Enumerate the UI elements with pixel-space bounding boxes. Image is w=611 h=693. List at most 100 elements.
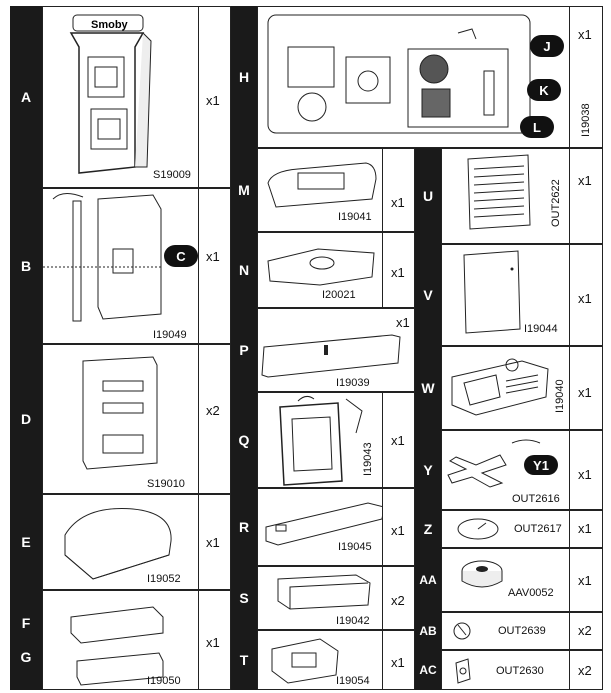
part-cell-w: I19040 <box>441 346 570 430</box>
part-code-ab: OUT2639 <box>498 625 546 637</box>
part-cell-d: S19010 <box>42 344 199 494</box>
part-label-q: Q <box>231 392 257 488</box>
part-code-p: I19039 <box>336 377 370 389</box>
clip-illustration <box>455 658 471 684</box>
part-qty-s: x2 <box>391 593 405 608</box>
part-qty-v: x1 <box>578 291 592 306</box>
counter-top-illustration <box>267 14 531 134</box>
part-label-p: P <box>231 308 257 392</box>
qty-cell-r: x1 <box>382 488 415 566</box>
part-label-a: A <box>10 6 42 188</box>
part-cell-b: I19049 <box>42 188 199 344</box>
part-qty-ac: x2 <box>578 663 592 678</box>
control-bar-illustration <box>265 502 385 546</box>
part-cell-v: I19044 <box>441 244 570 346</box>
qty-cell-fg: x1 <box>198 590 231 690</box>
callout-l: L <box>520 116 554 138</box>
part-label-b: B <box>10 188 42 344</box>
qty-cell-h: x1 I19038 <box>569 6 603 148</box>
part-label-v: V <box>415 244 441 346</box>
part-code-m: I19041 <box>338 211 372 223</box>
callout-k: K <box>527 79 561 101</box>
qty-cell-w: x1 <box>569 346 603 430</box>
part-qty-p: x1 <box>396 315 410 330</box>
part-qty-e: x1 <box>206 535 220 550</box>
part-qty-y: x1 <box>578 467 592 482</box>
part-qty-d: x2 <box>206 403 220 418</box>
part-label-w: W <box>415 346 441 430</box>
round-button-illustration <box>461 560 503 588</box>
part-code-n: I20021 <box>322 289 356 301</box>
part-qty-b: x1 <box>206 249 220 264</box>
part-code-y: OUT2616 <box>512 493 560 505</box>
part-code-h: I19038 <box>580 103 592 137</box>
part-code-v: I19044 <box>524 323 558 335</box>
qty-cell-b: x1 <box>198 188 231 344</box>
qty-cell-n: x1 <box>382 232 415 308</box>
part-cell-n: I20021 <box>257 232 383 308</box>
part-code-e: I19052 <box>147 573 181 585</box>
part-code-ac: OUT2630 <box>496 665 544 677</box>
part-label-ab: AB <box>415 612 441 650</box>
vent-grille-illustration <box>467 154 531 230</box>
qty-cell-s: x2 <box>382 566 415 630</box>
part-qty-z: x1 <box>578 521 592 536</box>
smoby-logo: Smoby <box>91 19 129 31</box>
drawer-tray-illustration <box>277 574 371 610</box>
part-cell-r: I19045 <box>257 488 385 566</box>
part-cell-z: OUT2617 <box>441 510 570 548</box>
part-code-aa: AAV0052 <box>508 587 554 599</box>
dial-knob-illustration <box>457 518 499 540</box>
part-qty-u: x1 <box>578 173 592 188</box>
part-code-a: S19009 <box>153 169 191 181</box>
small-bracket-illustration <box>271 638 339 684</box>
part-code-t: I19054 <box>336 675 370 687</box>
qty-cell-z: x1 <box>569 510 603 548</box>
curved-cover-illustration <box>64 508 172 580</box>
frame-panel-illustration <box>82 356 158 470</box>
part-cell-t: I19054 <box>257 630 383 690</box>
part-label-z: Z <box>415 510 441 548</box>
qty-cell-q: x1 <box>382 392 415 488</box>
part-qty-aa: x1 <box>578 573 592 588</box>
part-cell-fg: I19050 <box>42 590 199 690</box>
part-label-h: H <box>231 6 257 148</box>
sink-tray-illustration <box>267 162 377 208</box>
part-label-u: U <box>415 148 441 244</box>
part-code-z: OUT2617 <box>514 523 562 535</box>
qty-cell-d: x2 <box>198 344 231 494</box>
part-cell-u: OUT2622 <box>441 148 570 244</box>
part-qty-a: x1 <box>206 93 220 108</box>
part-cell-a: Smoby S19009 <box>42 6 199 188</box>
part-label-e: E <box>10 494 42 590</box>
part-label-n: N <box>231 232 257 308</box>
qty-cell-y: x1 <box>569 430 603 510</box>
qty-cell-m: x1 <box>382 148 415 232</box>
part-code-u: OUT2622 <box>550 179 562 227</box>
part-code-w: I19040 <box>554 379 566 413</box>
part-cell-ab: OUT2639 <box>441 612 570 650</box>
part-label-d: D <box>10 344 42 494</box>
callout-y1: Y1 <box>524 455 558 475</box>
cross-stand-illustration <box>447 439 541 488</box>
part-qty-r: x1 <box>391 523 405 538</box>
hob-module-illustration <box>267 248 375 286</box>
part-qty-t: x1 <box>391 655 405 670</box>
part-cell-ac: OUT2630 <box>441 650 570 690</box>
part-qty-fg: x1 <box>206 635 220 650</box>
cabinet-door-illustration <box>463 250 521 334</box>
part-cell-s: I19042 <box>257 566 383 630</box>
part-qty-n: x1 <box>391 265 405 280</box>
part-code-b: I19049 <box>153 329 187 341</box>
part-label-s: S <box>231 566 257 630</box>
qty-cell-u: x1 <box>569 148 603 244</box>
qty-cell-a: x1 <box>198 6 231 188</box>
part-cell-e: I19052 <box>42 494 199 590</box>
part-code-r: I19045 <box>338 541 372 553</box>
part-cell-q <box>257 392 383 488</box>
oven-door-illustration <box>279 395 363 486</box>
callout-c: C <box>164 245 198 267</box>
part-cell-p: I19039 x1 <box>257 308 415 392</box>
part-qty-m: x1 <box>391 195 405 210</box>
